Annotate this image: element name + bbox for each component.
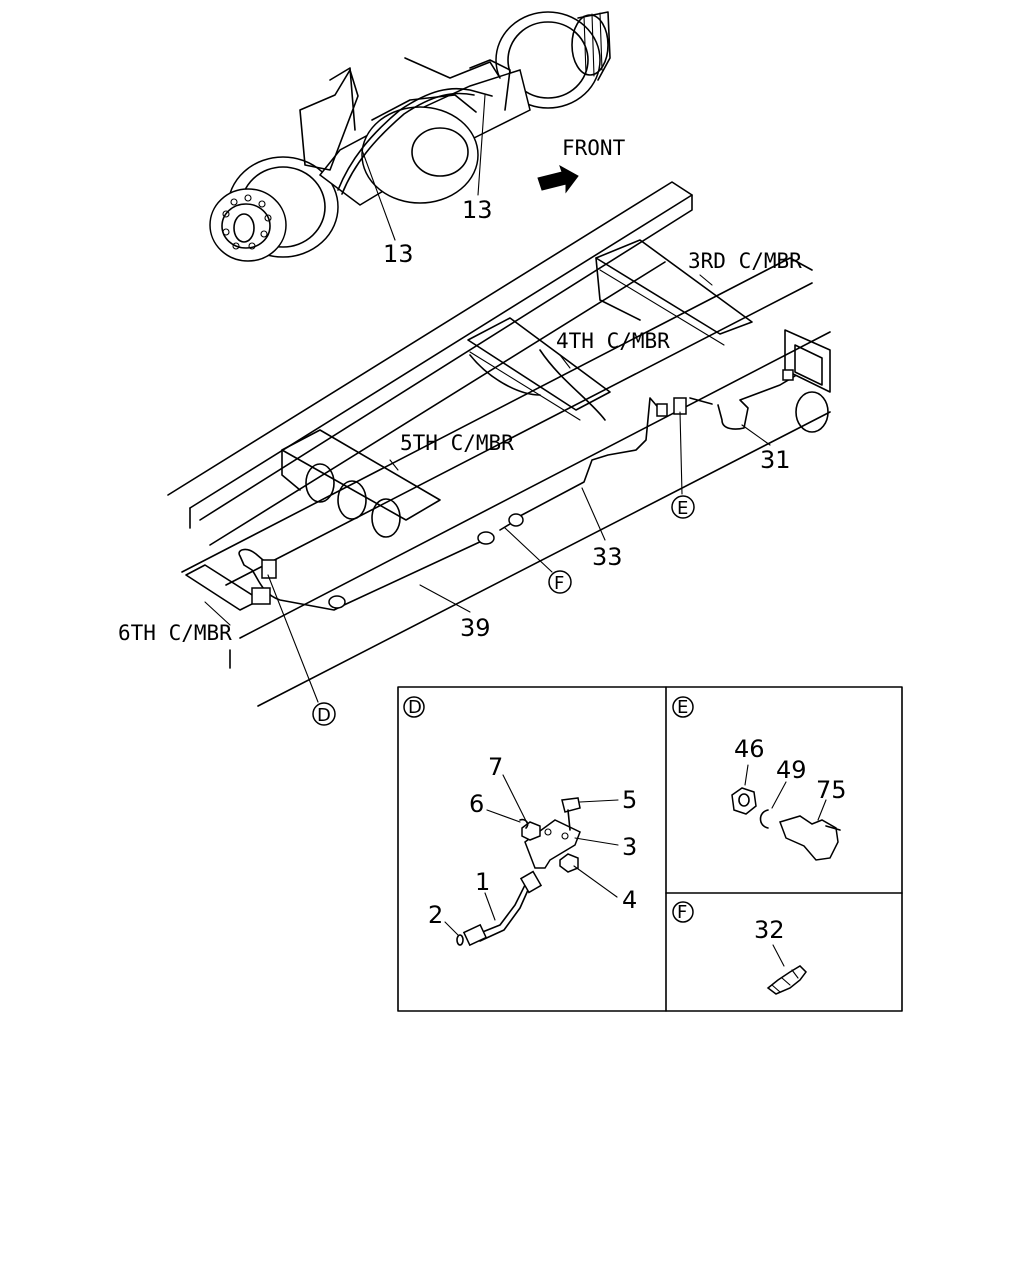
part-6: 6 — [469, 790, 484, 818]
svg-text:F: F — [554, 573, 564, 594]
detail-panels — [397, 686, 903, 1012]
brake-pipes — [238, 369, 796, 611]
detail-f-title: F — [677, 902, 687, 923]
detail-e-title: E — [677, 697, 688, 718]
front-arrow-icon — [537, 164, 579, 194]
front-label: FRONT — [562, 136, 626, 160]
callout-31: 31 — [760, 446, 791, 474]
part-46: 46 — [734, 735, 765, 763]
part-49: 49 — [776, 756, 807, 784]
svg-text:D: D — [317, 705, 331, 726]
part-4: 4 — [622, 886, 637, 914]
callout-13-left: 13 — [383, 240, 414, 268]
member-6th-label: 6TH C/MBR — [118, 621, 232, 645]
part-2: 2 — [428, 901, 443, 929]
detail-e: E 46 49 75 — [672, 696, 847, 861]
part-7: 7 — [488, 753, 503, 781]
detail-d-title: D — [408, 697, 422, 718]
part-1: 1 — [475, 868, 490, 896]
part-3: 3 — [622, 833, 637, 861]
callout-13-right: 13 — [462, 196, 493, 224]
detail-d: D 7 6 5 3 4 1 2 — [403, 696, 637, 947]
view-marker-e: E — [671, 495, 695, 519]
member-5th-label: 5TH C/MBR — [400, 431, 514, 455]
rear-axle-assembly — [209, 11, 611, 262]
chassis-frame — [167, 181, 831, 707]
part-5: 5 — [622, 786, 637, 814]
part-32: 32 — [754, 916, 785, 944]
svg-text:E: E — [677, 498, 688, 519]
member-4th-label: 4TH C/MBR — [556, 329, 670, 353]
callout-39: 39 — [460, 614, 491, 642]
detail-f: F 32 — [672, 901, 807, 995]
view-marker-f: F — [548, 570, 572, 594]
view-marker-d: D — [312, 702, 336, 726]
callout-33: 33 — [592, 543, 623, 571]
member-3rd-label: 3RD C/MBR — [688, 249, 802, 273]
part-75: 75 — [816, 776, 847, 804]
